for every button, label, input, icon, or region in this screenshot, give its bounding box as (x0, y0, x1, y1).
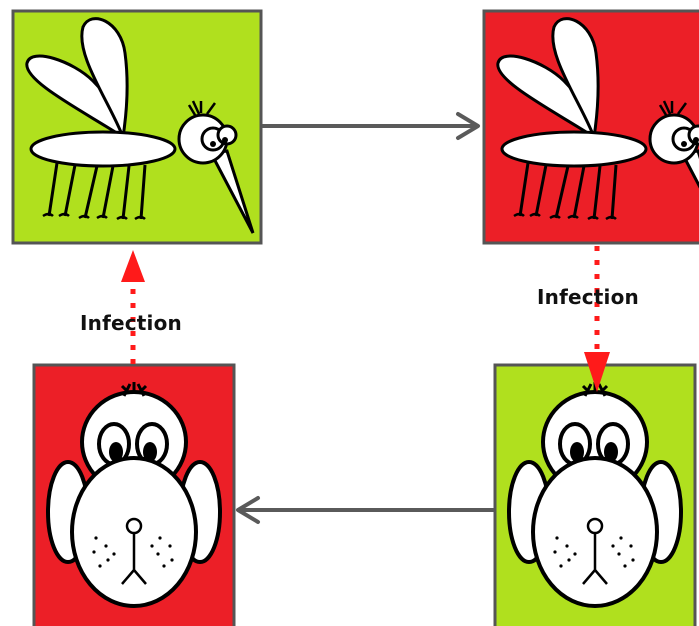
infection-label-right: Infection (537, 285, 639, 309)
arrow-top-right (262, 114, 478, 138)
infection-arrow-up (121, 250, 145, 364)
panel-infected-mosquito (484, 11, 699, 243)
arrowhead (121, 250, 145, 282)
panel-healthy-bird (495, 365, 695, 626)
infection-label-left: Infection (80, 311, 182, 335)
panel-infected-bird (34, 365, 234, 626)
panel-healthy-mosquito (13, 11, 261, 243)
arrow-bottom-left (238, 498, 494, 522)
